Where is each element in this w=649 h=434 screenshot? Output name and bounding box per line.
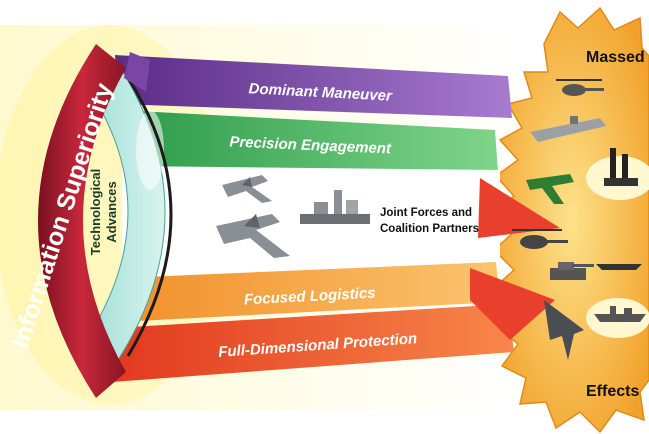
burst-top-label: Massed — [586, 49, 645, 66]
fighter-jet-icon — [216, 214, 290, 258]
band-focused-logistics: Focused Logistics — [118, 262, 500, 322]
band-dominant-maneuver: Dominant Maneuver — [115, 55, 512, 118]
lens-label-line1: Technological — [88, 169, 103, 255]
fighter-jet-icon — [222, 175, 272, 203]
helicopter-icon — [512, 229, 568, 249]
stealth-bomber-icon — [544, 300, 584, 360]
burst-bottom-label: Effects — [586, 383, 639, 400]
ship-icon — [300, 190, 370, 224]
center-label-line2: Coalition Partners — [380, 223, 479, 235]
lens-label-line2: Advances — [104, 181, 119, 242]
warship-icon — [596, 264, 642, 270]
helicopter-icon — [556, 79, 604, 96]
tank-icon — [550, 262, 594, 280]
band-precision-engagement: Precision Engagement — [118, 110, 498, 172]
aircraft-carrier-icon — [530, 116, 606, 142]
center-label-line1: Joint Forces and — [380, 207, 472, 219]
arrow-tip-lower — [470, 268, 555, 340]
warship-icon — [594, 306, 646, 322]
missile-launcher-icon — [604, 148, 638, 186]
attack-aircraft-icon — [526, 174, 574, 204]
arrow-tip-upper — [478, 178, 560, 238]
technological-advances-lens: Technological Advances — [85, 63, 173, 361]
band-full-dimensional-protection: Full-Dimensional Protection — [112, 304, 514, 382]
band-label-focused-logistics: Focused Logistics — [244, 285, 376, 309]
